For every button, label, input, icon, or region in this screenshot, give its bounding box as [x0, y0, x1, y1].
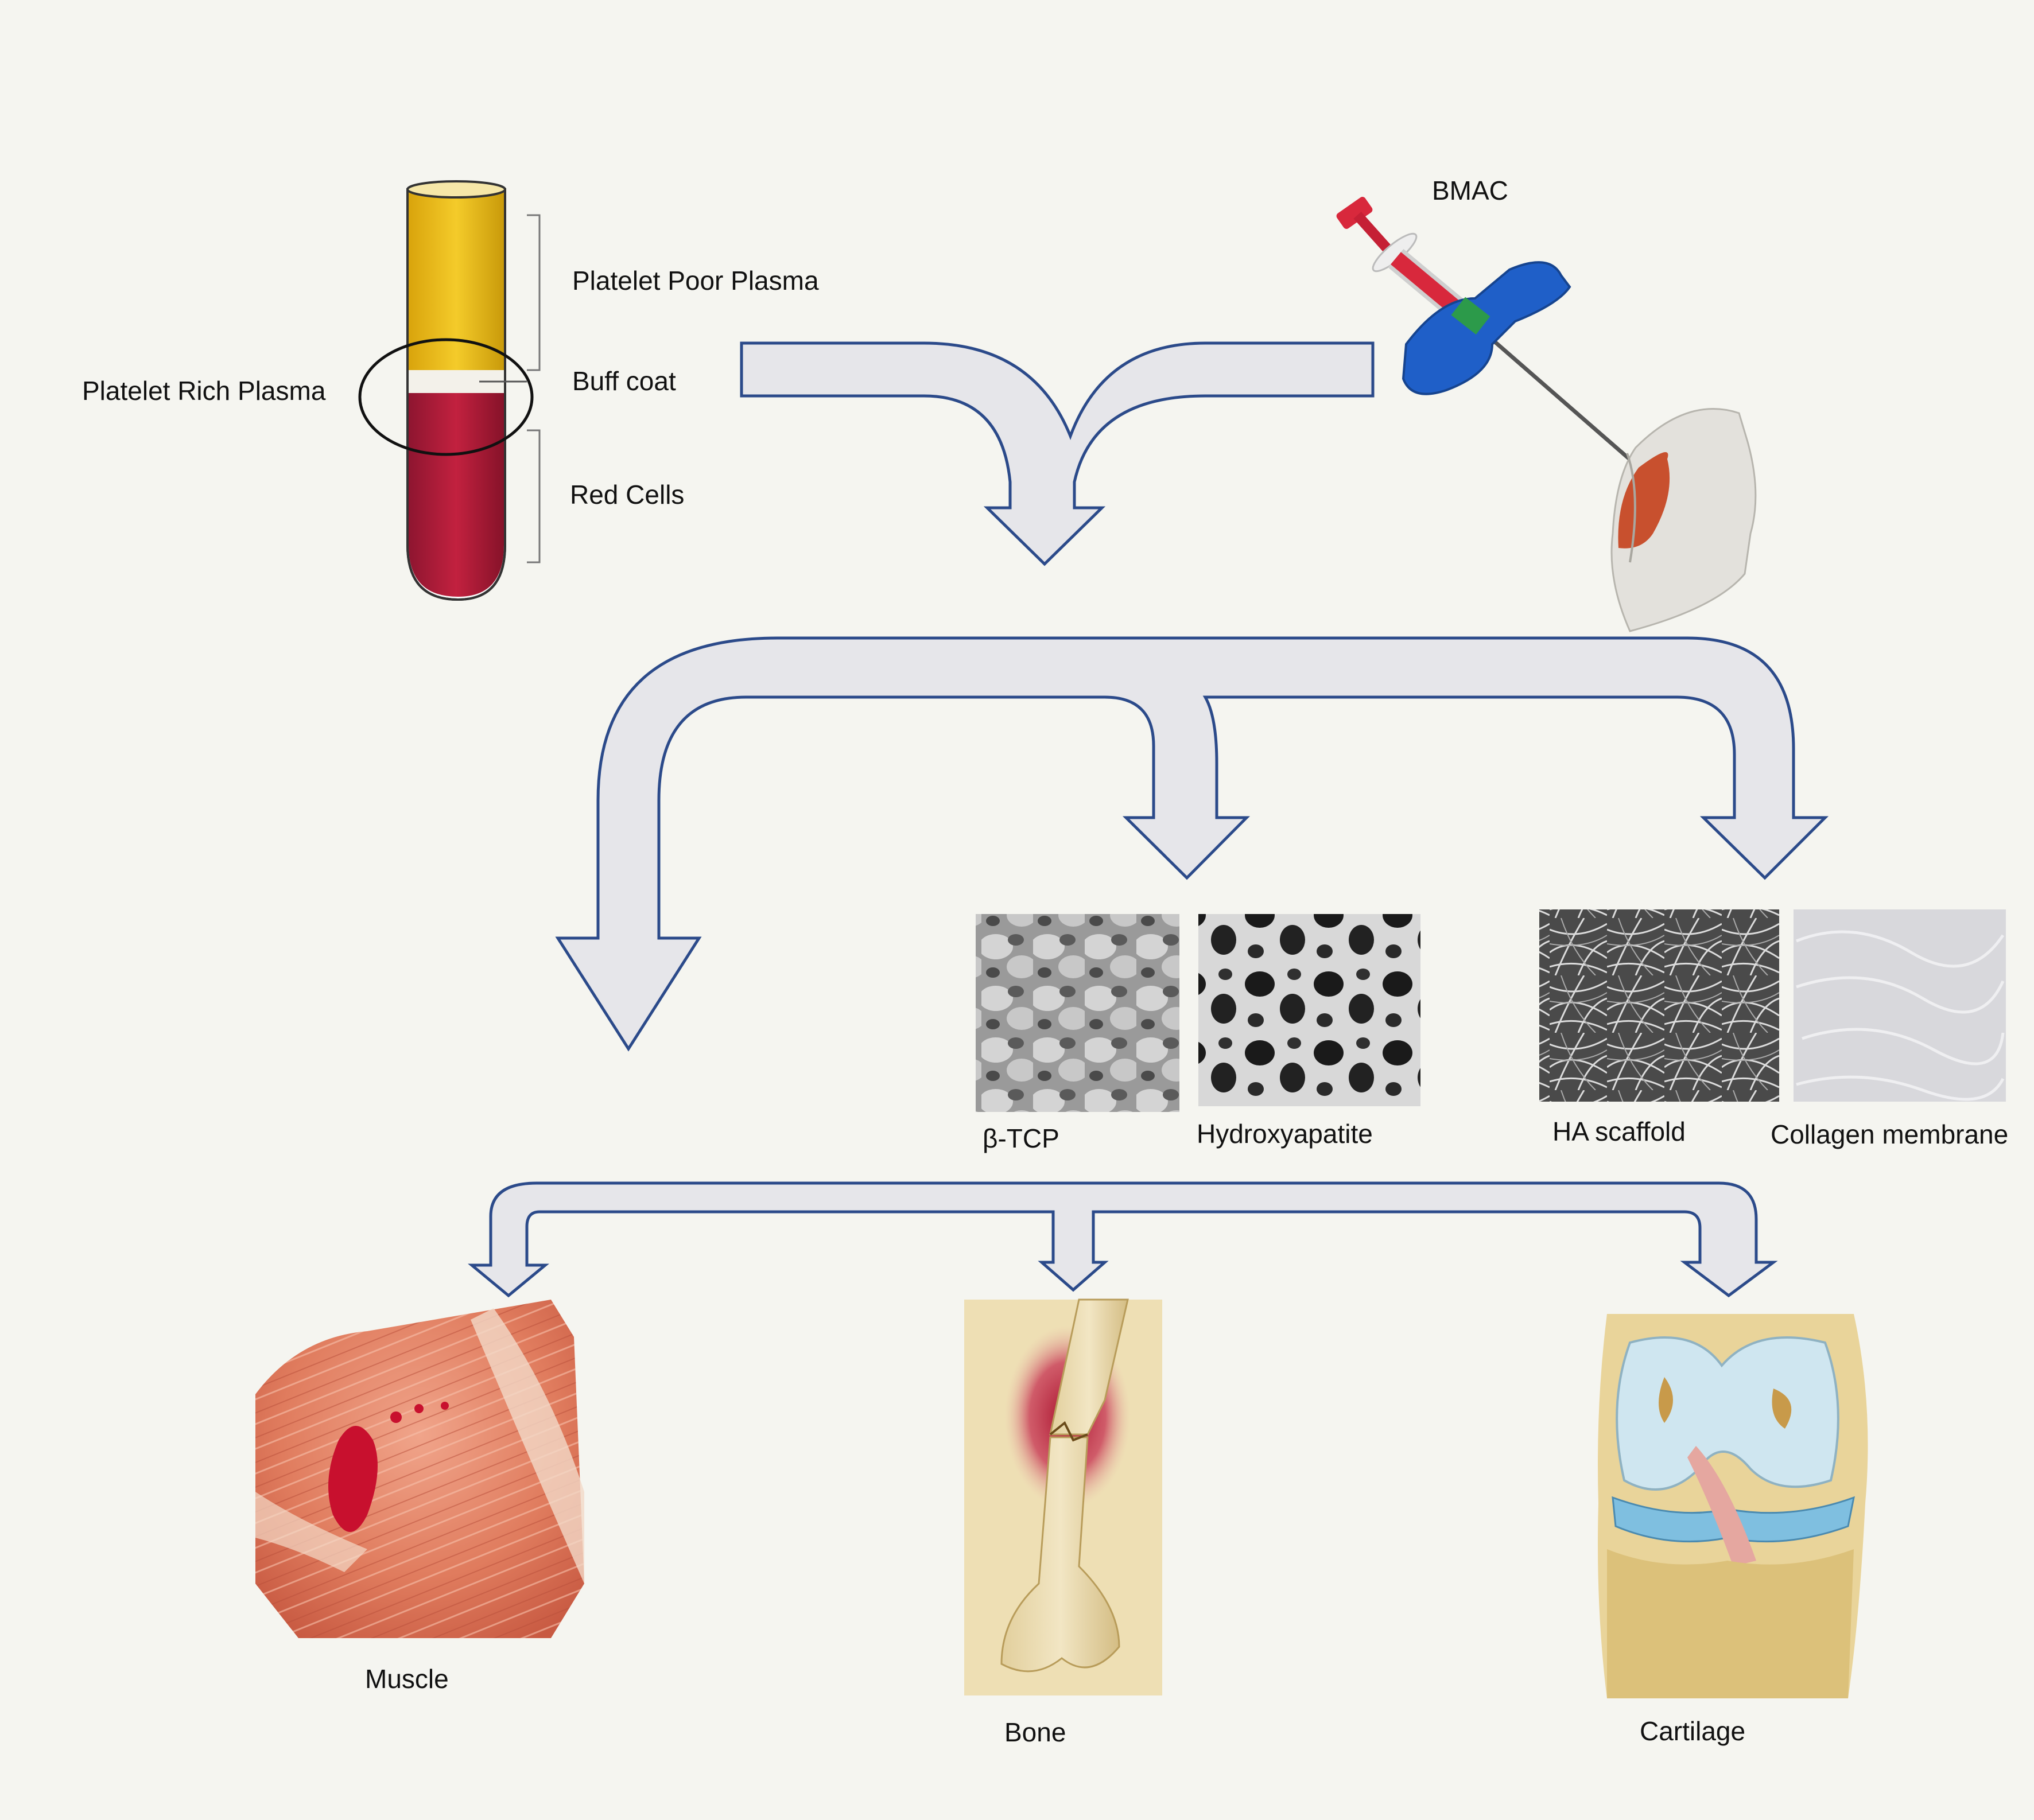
arrow-merge-top: [740, 341, 1375, 566]
collagen-membrane-label: Collagen membrane: [1771, 1119, 2008, 1149]
beta-tcp-image: [976, 914, 1179, 1112]
arrow-split-middle: [555, 636, 1829, 1052]
bone-illustration: [964, 1298, 1162, 1695]
platelet-rich-plasma-label: Platelet Rich Plasma: [82, 376, 326, 406]
collagen-membrane-image: [1794, 909, 2006, 1102]
ha-scaffold-label: HA scaffold: [1552, 1117, 1686, 1146]
hydroxyapatite-image: [1198, 914, 1420, 1106]
bone-label: Bone: [1004, 1717, 1066, 1747]
buff-coat-label: Buff coat: [572, 366, 676, 396]
blood-tube-illustration: [358, 180, 541, 601]
platelet-rich-plasma-ring: [358, 338, 534, 456]
muscle-illustration: [255, 1300, 584, 1638]
beta-tcp-label: β-TCP: [983, 1123, 1059, 1153]
arrow-split-bottom: [468, 1181, 1778, 1298]
red-cells-label: Red Cells: [570, 480, 684, 510]
collagen-texture: [1796, 930, 2005, 1101]
ha-scaffold-image: [1539, 909, 1779, 1102]
cartilage-knee-illustration: [1598, 1314, 1868, 1698]
cartilage-label: Cartilage: [1640, 1716, 1745, 1746]
hydroxyapatite-label: Hydroxyapatite: [1197, 1119, 1373, 1149]
muscle-label: Muscle: [365, 1664, 449, 1694]
platelet-poor-plasma-label: Platelet Poor Plasma: [572, 266, 819, 295]
bmac-label: BMAC: [1432, 176, 1508, 205]
bmac-syringe-illustration: [1336, 197, 1757, 632]
